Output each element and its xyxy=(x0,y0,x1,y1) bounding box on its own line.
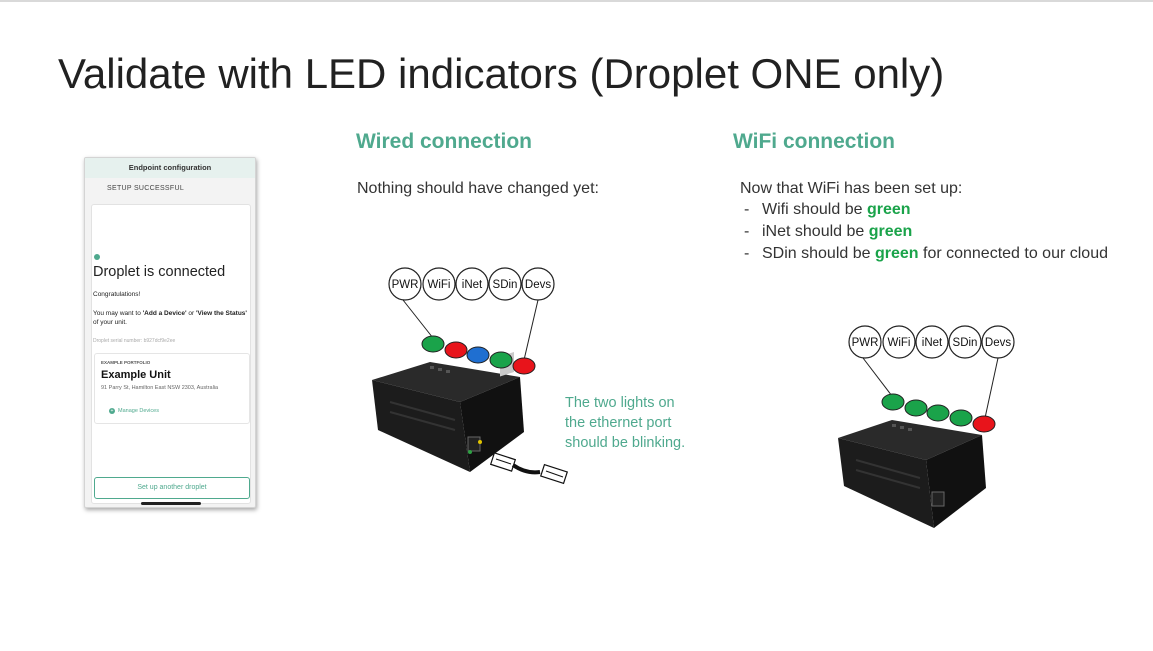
wifi-label-devs: Devs xyxy=(985,337,1011,349)
wired-led-devs xyxy=(512,357,536,375)
plus-icon: + xyxy=(109,408,115,414)
wired-led-wifi xyxy=(444,341,468,359)
phone-header: Endpoint configuration xyxy=(85,158,255,178)
message-suffix: of your unit. xyxy=(93,319,127,326)
serial-number: Droplet serial number: b927dcf9e2ee xyxy=(93,338,176,344)
add-device-link[interactable]: 'Add a Device' xyxy=(142,310,187,317)
note-line-1: The two lights on xyxy=(565,395,675,411)
wifi-led-pwr xyxy=(881,393,905,411)
wired-led-inet xyxy=(466,346,490,364)
top-divider xyxy=(0,0,1153,2)
ethernet-cable-icon xyxy=(489,452,569,485)
wifi-bullet-3: -SDin should be green for connected to o… xyxy=(744,245,1108,262)
status-dot-icon xyxy=(94,254,100,260)
setup-another-button[interactable]: Set up another droplet xyxy=(94,477,250,499)
message-prefix: You may want to xyxy=(93,310,143,317)
portfolio-card[interactable]: EXAMPLE PORTFOLIO Example Unit 91 Parry … xyxy=(94,353,250,424)
connection-card: Droplet is connected Congratulations! Yo… xyxy=(91,204,251,504)
device-box xyxy=(838,420,986,528)
wired-led-labels: PWR WiFi iNet SDin Devs xyxy=(388,267,555,301)
connected-title: Droplet is connected xyxy=(93,264,226,280)
wifi-label-sdin: SDin xyxy=(953,337,978,349)
wired-label-pwr: PWR xyxy=(392,279,419,291)
wifi-led-wifi xyxy=(904,399,928,417)
wifi-label-pwr: PWR xyxy=(852,337,879,349)
wired-description: Nothing should have changed yet: xyxy=(357,180,599,197)
bullet-3-suffix: for connected to our cloud xyxy=(918,245,1108,262)
wifi-led-inet xyxy=(926,404,950,422)
wifi-bullet-1: -Wifi should be green xyxy=(744,201,911,218)
wired-led-pwr xyxy=(421,335,445,353)
manage-devices-link[interactable]: + Manage Devices xyxy=(109,408,159,414)
wifi-label-wifi: WiFi xyxy=(888,337,911,349)
wired-device-illustration: PWR WiFi iNet SDin Devs xyxy=(372,267,569,485)
wifi-leds xyxy=(881,393,996,433)
unit-address: 91 Parry St, Hamilton East NSW 2303, Aus… xyxy=(101,385,219,391)
wired-label-devs: Devs xyxy=(525,279,551,291)
slide-title: Validate with LED indicators (Droplet ON… xyxy=(58,50,945,97)
wired-leds xyxy=(421,335,536,375)
manage-devices-label: Manage Devices xyxy=(118,408,159,414)
view-status-link[interactable]: 'View the Status' xyxy=(195,310,247,317)
ethernet-note: The two lights on the ethernet port shou… xyxy=(565,393,685,453)
wifi-led-sdin xyxy=(949,409,973,427)
wifi-heading: WiFi connection xyxy=(733,130,895,153)
wifi-led-labels: PWR WiFi iNet SDin Devs xyxy=(848,325,1015,359)
wired-label-inet: iNet xyxy=(462,279,483,291)
wifi-bullet-2: -iNet should be green xyxy=(744,223,913,240)
wired-led-sdin xyxy=(489,351,513,369)
wifi-intro: Now that WiFi has been set up: xyxy=(740,180,963,197)
note-line-2: the ethernet port xyxy=(565,415,672,431)
setup-status: SETUP SUCCESSFUL xyxy=(107,185,185,192)
unit-name: Example Unit xyxy=(101,369,171,381)
wifi-device-illustration: PWR WiFi iNet SDin Devs xyxy=(838,325,1015,528)
message-or: or xyxy=(186,310,196,317)
portfolio-label: EXAMPLE PORTFOLIO xyxy=(101,360,151,365)
bullet-1-green: green xyxy=(866,201,911,218)
note-line-3: should be blinking. xyxy=(565,435,686,451)
phone-screenshot: Endpoint configuration SETUP SUCCESSFUL … xyxy=(84,157,256,508)
bullet-2-text: iNet should be xyxy=(762,223,869,240)
bullet-3-green: green xyxy=(874,245,919,262)
wired-heading: Wired connection xyxy=(356,130,532,153)
wired-label-sdin: SDin xyxy=(493,279,518,291)
wifi-led-devs xyxy=(972,415,996,433)
congrats-text: Congratulations! xyxy=(93,291,141,298)
next-steps-message: You may want to 'Add a Device' or 'View … xyxy=(93,309,249,327)
bullet-2-green: green xyxy=(868,223,913,240)
device-box xyxy=(372,351,524,472)
wifi-checklist: -Wifi should be green -iNet should be gr… xyxy=(740,199,1108,265)
home-indicator xyxy=(141,502,201,505)
wired-label-wifi: WiFi xyxy=(428,279,451,291)
bullet-1-text: Wifi should be xyxy=(762,201,867,218)
bullet-3-text: SDin should be xyxy=(762,245,875,262)
wifi-label-inet: iNet xyxy=(922,337,943,349)
